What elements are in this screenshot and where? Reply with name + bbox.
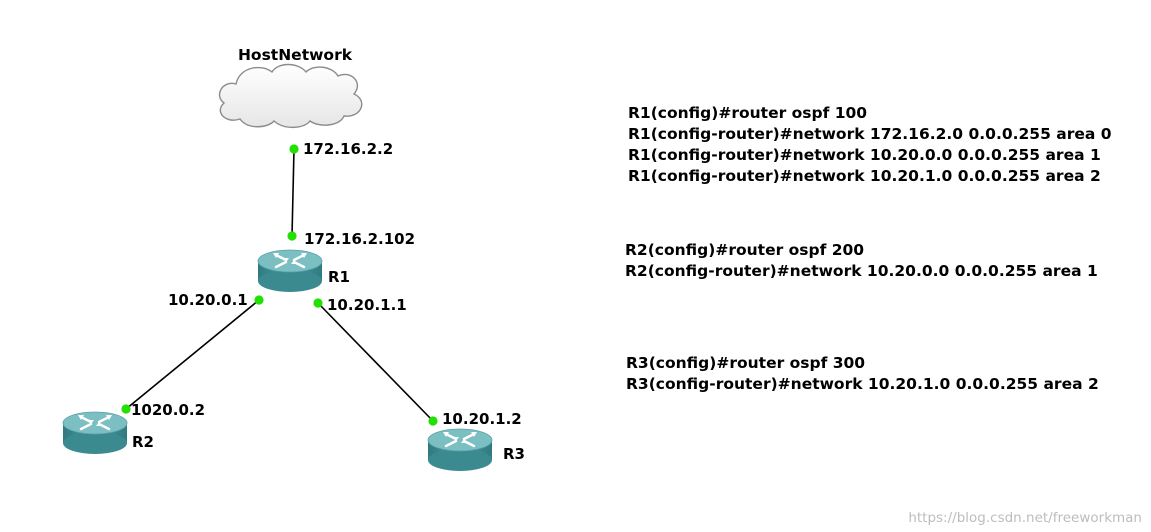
interface-label-r1-r2-a: 10.20.0.1: [168, 291, 248, 309]
router-icon: [61, 410, 129, 456]
port-dot-r1-r2-b[interactable]: [121, 404, 131, 414]
config-line: R1(config-router)#network 10.20.1.0 0.0.…: [628, 167, 1101, 185]
config-block-r1: R1(config)#router ospf 100 R1(config-rou…: [628, 103, 1112, 187]
config-line: R2(config)#router ospf 200: [625, 241, 865, 259]
router-label-r1: R1: [328, 268, 350, 286]
link-cloud-r1: [291, 148, 295, 237]
link-r1-r3: [317, 302, 434, 422]
cloud-icon[interactable]: [218, 63, 363, 129]
config-line: R3(config)#router ospf 300: [626, 354, 866, 372]
links: [125, 148, 434, 422]
router-icon: [256, 248, 324, 294]
config-line: R2(config-router)#network 10.20.0.0 0.0.…: [625, 262, 1098, 280]
watermark: https://blog.csdn.net/freeworkman: [908, 510, 1142, 526]
router-label-r3: R3: [503, 445, 525, 463]
router-r3[interactable]: [426, 427, 494, 473]
port-dot-r1-r2-a[interactable]: [254, 295, 264, 305]
router-r1[interactable]: [256, 248, 324, 294]
config-line: R1(config-router)#network 172.16.2.0 0.0…: [628, 125, 1112, 143]
interface-label-r1-r3-a: 10.20.1.1: [327, 296, 407, 314]
interface-label-cloud-r1-b: 172.16.2.102: [304, 230, 415, 248]
interface-label-cloud-r1-a: 172.16.2.2: [303, 140, 393, 158]
config-line: R1(config-router)#network 10.20.0.0 0.0.…: [628, 146, 1101, 164]
cloud-label: HostNetwork: [238, 46, 353, 64]
router-label-r2: R2: [132, 433, 154, 451]
config-line: R1(config)#router ospf 100: [628, 104, 868, 122]
port-dot-r1-r3-b[interactable]: [428, 416, 438, 426]
config-line: R3(config-router)#network 10.20.1.0 0.0.…: [626, 375, 1099, 393]
port-dot-cloud-r1-b[interactable]: [287, 231, 297, 241]
port-dot-cloud-r1-a[interactable]: [289, 144, 299, 154]
link-r1-r2: [125, 299, 260, 410]
router-icon: [426, 427, 494, 473]
config-block-r3: R3(config)#router ospf 300 R3(config-rou…: [626, 353, 1099, 395]
port-dot-r1-r3-a[interactable]: [313, 298, 323, 308]
interface-ports: [121, 144, 438, 426]
config-block-r2: R2(config)#router ospf 200 R2(config-rou…: [625, 240, 1098, 282]
router-r2[interactable]: [61, 410, 129, 456]
interface-label-r1-r2-b: 1020.0.2: [131, 401, 205, 419]
interface-label-r1-r3-b: 10.20.1.2: [442, 410, 522, 428]
